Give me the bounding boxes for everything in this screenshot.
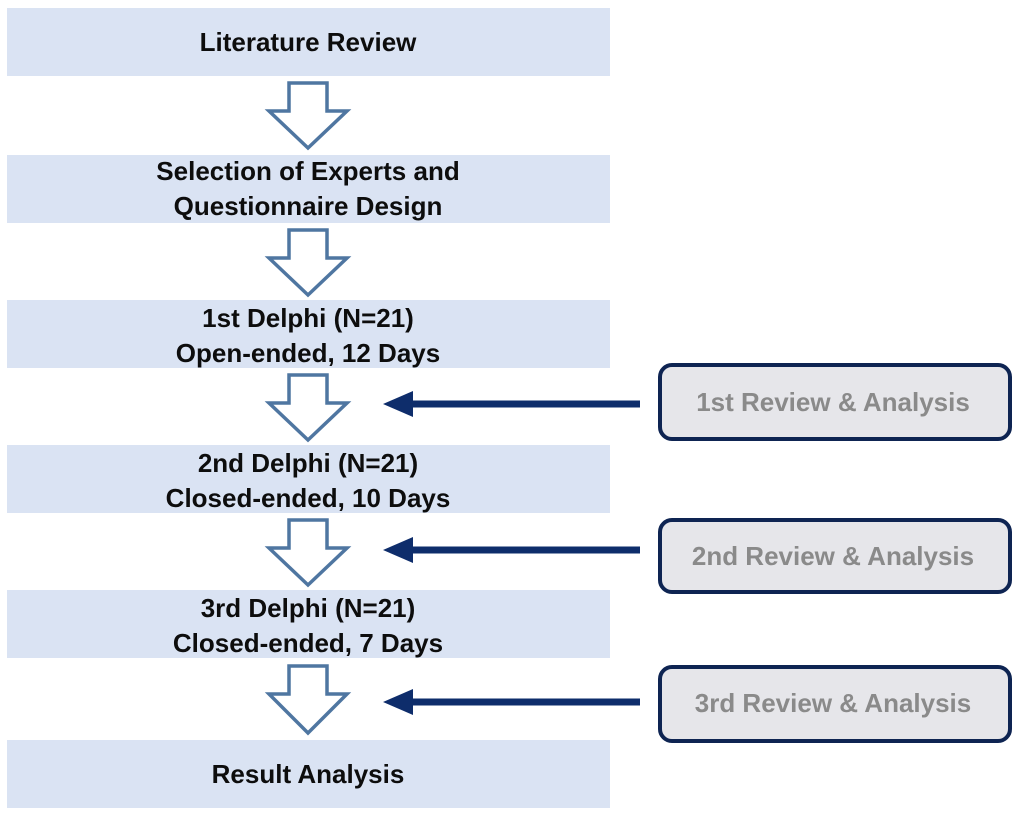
stage-delphi-1: 1st Delphi (N=21) Open-ended, 12 Days xyxy=(7,300,610,368)
stage-label-line1: 3rd Delphi (N=21) xyxy=(201,593,416,623)
stage-delphi-3: 3rd Delphi (N=21) Closed-ended, 7 Days xyxy=(7,590,610,658)
stage-label-line2: Open-ended, 12 Days xyxy=(176,338,440,368)
stage-literature-review: Literature Review xyxy=(7,8,610,76)
review-label: 3rd Review & Analysis xyxy=(695,688,972,718)
review-box-2: 2nd Review & Analysis xyxy=(658,518,1012,594)
down-arrow-icon xyxy=(264,373,352,443)
stage-label-line1: 1st Delphi (N=21) xyxy=(202,303,414,333)
stage-label-line1: Selection of Experts and xyxy=(156,156,459,186)
stage-box xyxy=(7,155,610,223)
stage-label: Result Analysis xyxy=(212,759,405,789)
down-arrow-icon xyxy=(264,228,352,298)
arrow-left-icon xyxy=(383,689,413,715)
stage-result-analysis: Result Analysis xyxy=(7,740,610,808)
stage-box xyxy=(7,590,610,658)
feedback-arrow-1 xyxy=(383,391,640,417)
stage-label-line2: Closed-ended, 7 Days xyxy=(173,628,443,658)
down-arrow-icon xyxy=(264,81,352,151)
feedback-arrow-3 xyxy=(383,689,640,715)
down-arrow-icon xyxy=(264,518,352,588)
review-label: 2nd Review & Analysis xyxy=(692,541,974,571)
review-box-frame xyxy=(658,665,1012,743)
feedback-arrow-2 xyxy=(383,537,640,563)
stage-delphi-2: 2nd Delphi (N=21) Closed-ended, 10 Days xyxy=(7,445,610,513)
arrow-left-icon xyxy=(383,391,413,417)
review-box-frame xyxy=(658,518,1012,594)
review-box-3: 3rd Review & Analysis xyxy=(658,665,1012,743)
review-box-frame xyxy=(658,363,1012,441)
stage-label-line2: Closed-ended, 10 Days xyxy=(166,483,451,513)
stage-box xyxy=(7,445,610,513)
review-label: 1st Review & Analysis xyxy=(696,387,970,417)
stage-label-line1: 2nd Delphi (N=21) xyxy=(198,448,418,478)
stage-box xyxy=(7,740,610,808)
stage-expert-selection: Selection of Experts and Questionnaire D… xyxy=(7,155,610,223)
stage-label-line2: Questionnaire Design xyxy=(174,191,443,221)
review-box-1: 1st Review & Analysis xyxy=(658,363,1012,441)
arrow-left-icon xyxy=(383,537,413,563)
stage-box xyxy=(7,8,610,76)
down-arrow-icon xyxy=(264,664,352,736)
stage-label: Literature Review xyxy=(200,27,418,57)
stage-box xyxy=(7,300,610,368)
